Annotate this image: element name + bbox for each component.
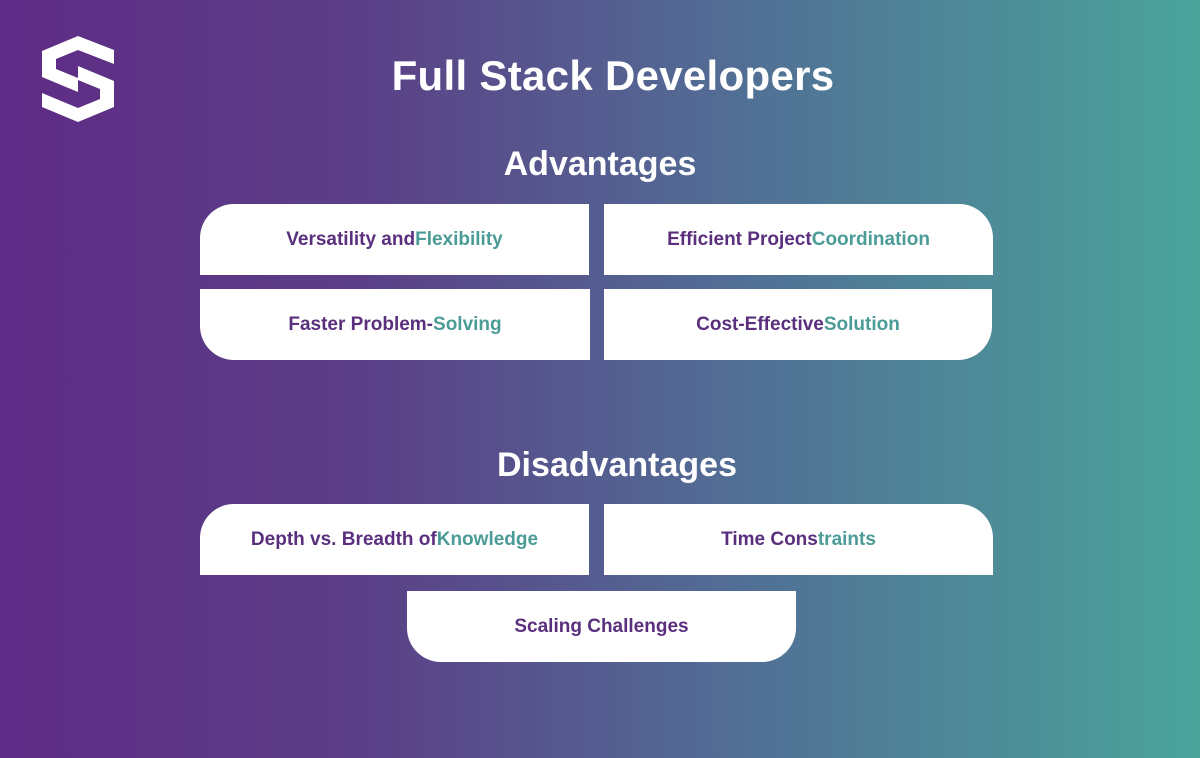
disadvantage-label-part1: Scaling Challenges <box>514 615 689 637</box>
disadvantages-heading: Disadvantages <box>497 446 737 484</box>
disadvantage-label-part1: Depth vs. Breadth of <box>250 528 437 550</box>
advantage-label-part2: Coordination <box>811 228 930 250</box>
advantage-label-part1: Efficient Project <box>667 228 812 250</box>
advantage-label-part1: Faster Problem- <box>288 313 434 335</box>
disadvantage-card-scaling: Scaling Challenges <box>407 591 796 662</box>
page-title: Full Stack Developers <box>391 52 835 99</box>
advantage-label-part2: Solution <box>823 313 900 335</box>
disadvantage-label-part2: Knowledge <box>436 528 539 550</box>
advantages-heading: Advantages <box>503 145 697 183</box>
advantage-label-part2: Flexibility <box>415 228 503 250</box>
advantage-card-cost-effective: Cost-Effective Solution <box>604 289 992 360</box>
advantage-card-problem-solving: Faster Problem-Solving <box>200 289 590 360</box>
advantage-label-part2: Solving <box>433 313 502 335</box>
advantage-label-part1: Versatility and <box>286 228 416 250</box>
advantage-card-versatility: Versatility and Flexibility <box>200 204 589 275</box>
disadvantage-label-part2: traints <box>817 528 876 550</box>
advantage-card-coordination: Efficient Project Coordination <box>604 204 993 275</box>
disadvantage-card-depth-breadth: Depth vs. Breadth of Knowledge <box>200 504 589 575</box>
advantage-label-part1: Cost-Effective <box>696 313 824 335</box>
disadvantage-label-part1: Time Cons <box>721 528 818 550</box>
brand-logo-icon <box>42 36 114 122</box>
